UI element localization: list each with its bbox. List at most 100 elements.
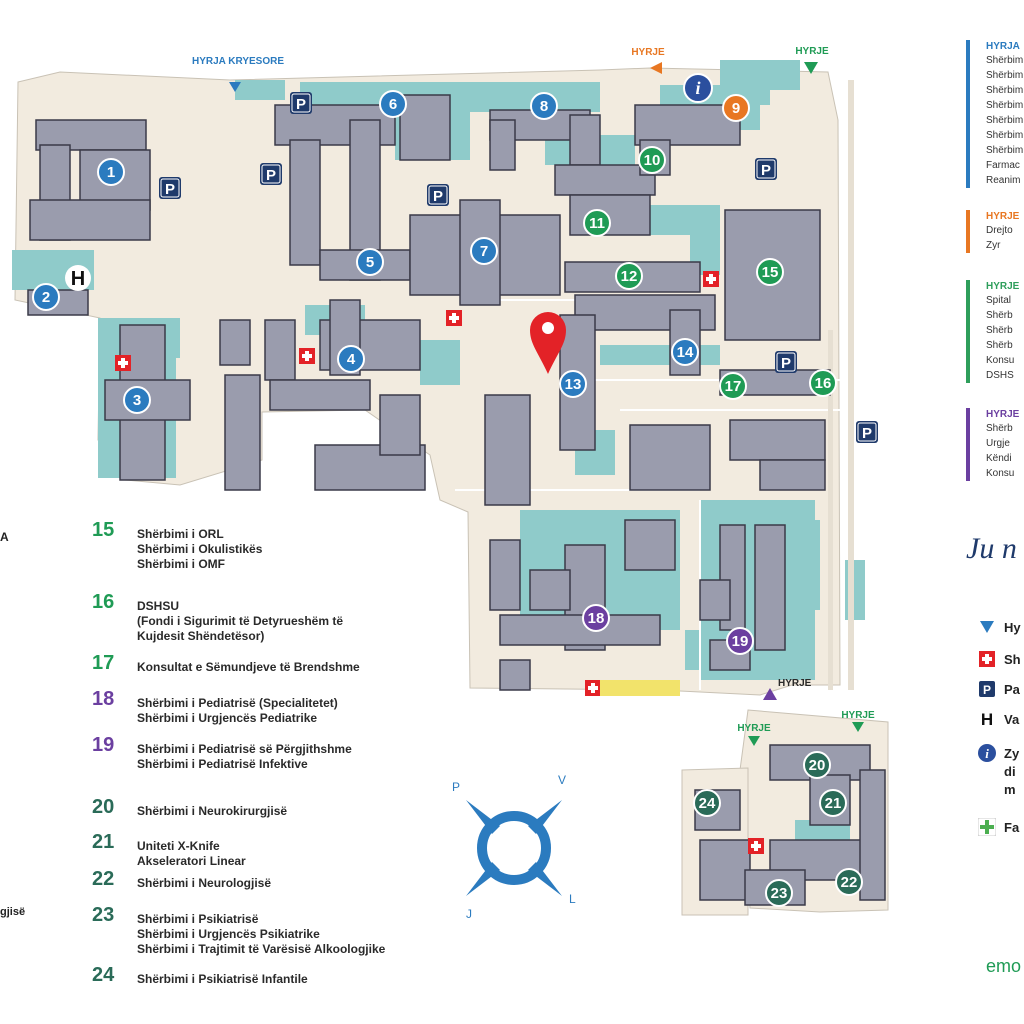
- building-marker-14[interactable]: 14: [671, 338, 699, 366]
- building-marker-12[interactable]: 12: [615, 262, 643, 290]
- legend-line: Shërbimi i Trajtimit të Varësisë Alkoolo…: [137, 942, 386, 956]
- parking-icon: P: [159, 177, 181, 199]
- entrance-triangle-icon: [978, 618, 996, 636]
- helipad-h-icon: H: [978, 710, 996, 728]
- building-marker-22[interactable]: 22: [835, 868, 863, 896]
- legend-number: 15: [92, 519, 115, 541]
- legend-line: Shërbimi i Pediatrisë së Përgjithshme: [137, 742, 352, 756]
- entrance-panel-item: Shërbim: [986, 85, 1024, 96]
- legend-line: Shërbimi i Neurokirurgjisë: [137, 804, 288, 818]
- first-aid-cross-icon: [299, 348, 315, 364]
- building-marker-3[interactable]: 3: [123, 386, 151, 414]
- parking-lane: [848, 80, 854, 690]
- legend-number: 20: [92, 796, 115, 818]
- building-marker-21[interactable]: 21: [819, 789, 847, 817]
- building-marker-19[interactable]: 19: [726, 627, 754, 655]
- svg-text:P: P: [433, 188, 443, 205]
- helipad-h-icon: H: [65, 265, 91, 291]
- building-marker-9[interactable]: 9: [722, 94, 750, 122]
- building-marker-1[interactable]: 1: [97, 158, 125, 186]
- legend-number: 24: [92, 964, 115, 986]
- building-marker-18[interactable]: 18: [582, 604, 610, 632]
- legend-line: Shërbimi i Pediatrisë Infektive: [137, 757, 308, 771]
- building-marker-label: 10: [644, 152, 661, 169]
- legend-number: 22: [92, 868, 115, 890]
- green-entrance-label: HYRJE: [795, 46, 829, 57]
- building-marker-4[interactable]: 4: [337, 345, 365, 373]
- entrance-panel-item: Reanim: [986, 175, 1021, 186]
- building-marker-17[interactable]: 17: [719, 372, 747, 400]
- entrance-panel-title: HYRJE: [986, 281, 1020, 292]
- map-key-label-continued: m: [1004, 782, 1016, 797]
- building-marker-label: 6: [389, 96, 397, 113]
- building-marker-7[interactable]: 7: [470, 237, 498, 265]
- compass-j-label: J: [466, 907, 472, 921]
- annex-entrance-left-triangle-icon: [748, 736, 760, 746]
- building-marker-label: 3: [133, 392, 141, 409]
- legend-number: 17: [92, 652, 115, 674]
- building-marker-23[interactable]: 23: [765, 879, 793, 907]
- legend-description: Shërbimi i Psikiatrisë Infantile: [137, 972, 308, 987]
- legend-line: Shërbimi i ORL: [137, 527, 224, 541]
- parking-lane-2: [828, 330, 833, 690]
- building-marker-label: 9: [732, 100, 740, 117]
- map-key-label: Zy: [1004, 745, 1020, 761]
- building-marker-24[interactable]: 24: [693, 789, 721, 817]
- legend-number: 16: [92, 591, 115, 613]
- annex-entrance-left-label: HYRJE: [737, 723, 771, 734]
- building-marker-5[interactable]: 5: [356, 248, 384, 276]
- purple-entrance-triangle-icon: [763, 688, 777, 700]
- left-margin-letter: A: [0, 530, 9, 544]
- building-marker-20[interactable]: 20: [803, 751, 831, 779]
- entrance-panel-item: Drejto: [986, 225, 1013, 236]
- parking-icon: P: [427, 184, 449, 206]
- building-marker-16[interactable]: 16: [809, 369, 837, 397]
- legend-description: Shërbimi i Neurokirurgjisë: [137, 804, 287, 819]
- compass-p-label: P: [452, 780, 460, 794]
- entrance-panel-title: HYRJE: [986, 211, 1020, 222]
- building-marker-label: 19: [732, 633, 749, 650]
- building-marker-11[interactable]: 11: [583, 209, 611, 237]
- building-marker-label: 13: [565, 376, 582, 393]
- legend-description: DSHSU(Fondi i Sigurimit të Detyrueshëm t…: [137, 599, 343, 644]
- svg-text:H: H: [981, 710, 993, 728]
- legend-line: Uniteti X-Knife: [137, 839, 220, 853]
- orange-entrance-triangle-icon: [650, 62, 662, 74]
- map-key-label: Va: [1004, 711, 1020, 727]
- legend-line: Shërbimi i Urgjencës Psikiatrike: [137, 927, 320, 941]
- map-key-row: Sh: [978, 650, 1021, 668]
- legend-line: Shërbimi i Urgjencës Pediatrike: [137, 711, 318, 725]
- building-marker-8[interactable]: 8: [530, 92, 558, 120]
- building-marker-2[interactable]: 2: [32, 283, 60, 311]
- legend-line: Shërbimi i Okulistikës: [137, 542, 263, 556]
- building-marker-13[interactable]: 13: [559, 370, 587, 398]
- entrance-panel-item: Shërb: [986, 310, 1013, 321]
- entrance-panel-item: Shërbim: [986, 55, 1024, 66]
- legend-line: Kujdesit Shëndetësor): [137, 629, 265, 643]
- svg-text:P: P: [296, 96, 306, 113]
- entrance-panel-item: Shërbim: [986, 115, 1024, 126]
- legend-line: Shërbimi i OMF: [137, 557, 226, 571]
- info-icon: i: [978, 744, 996, 762]
- entrance-panel-title: HYRJE: [986, 409, 1020, 420]
- building-marker-15[interactable]: 15: [756, 258, 784, 286]
- compass-v-label: V: [558, 773, 566, 787]
- first-aid-cross-icon: [703, 271, 719, 287]
- building-marker-10[interactable]: 10: [638, 146, 666, 174]
- green-entrance-triangle-icon: [804, 62, 818, 74]
- building-marker-label: 21: [825, 795, 842, 812]
- info-icon: i: [683, 73, 713, 103]
- building-marker-label: 24: [699, 795, 716, 812]
- legend-line: (Fondi i Sigurimit të Detyrueshëm të: [137, 614, 344, 628]
- building-marker-6[interactable]: 6: [379, 90, 407, 118]
- compass-l-label: L: [569, 892, 576, 906]
- entrance-panel-item: Konsu: [986, 355, 1015, 366]
- svg-text:P: P: [165, 181, 175, 198]
